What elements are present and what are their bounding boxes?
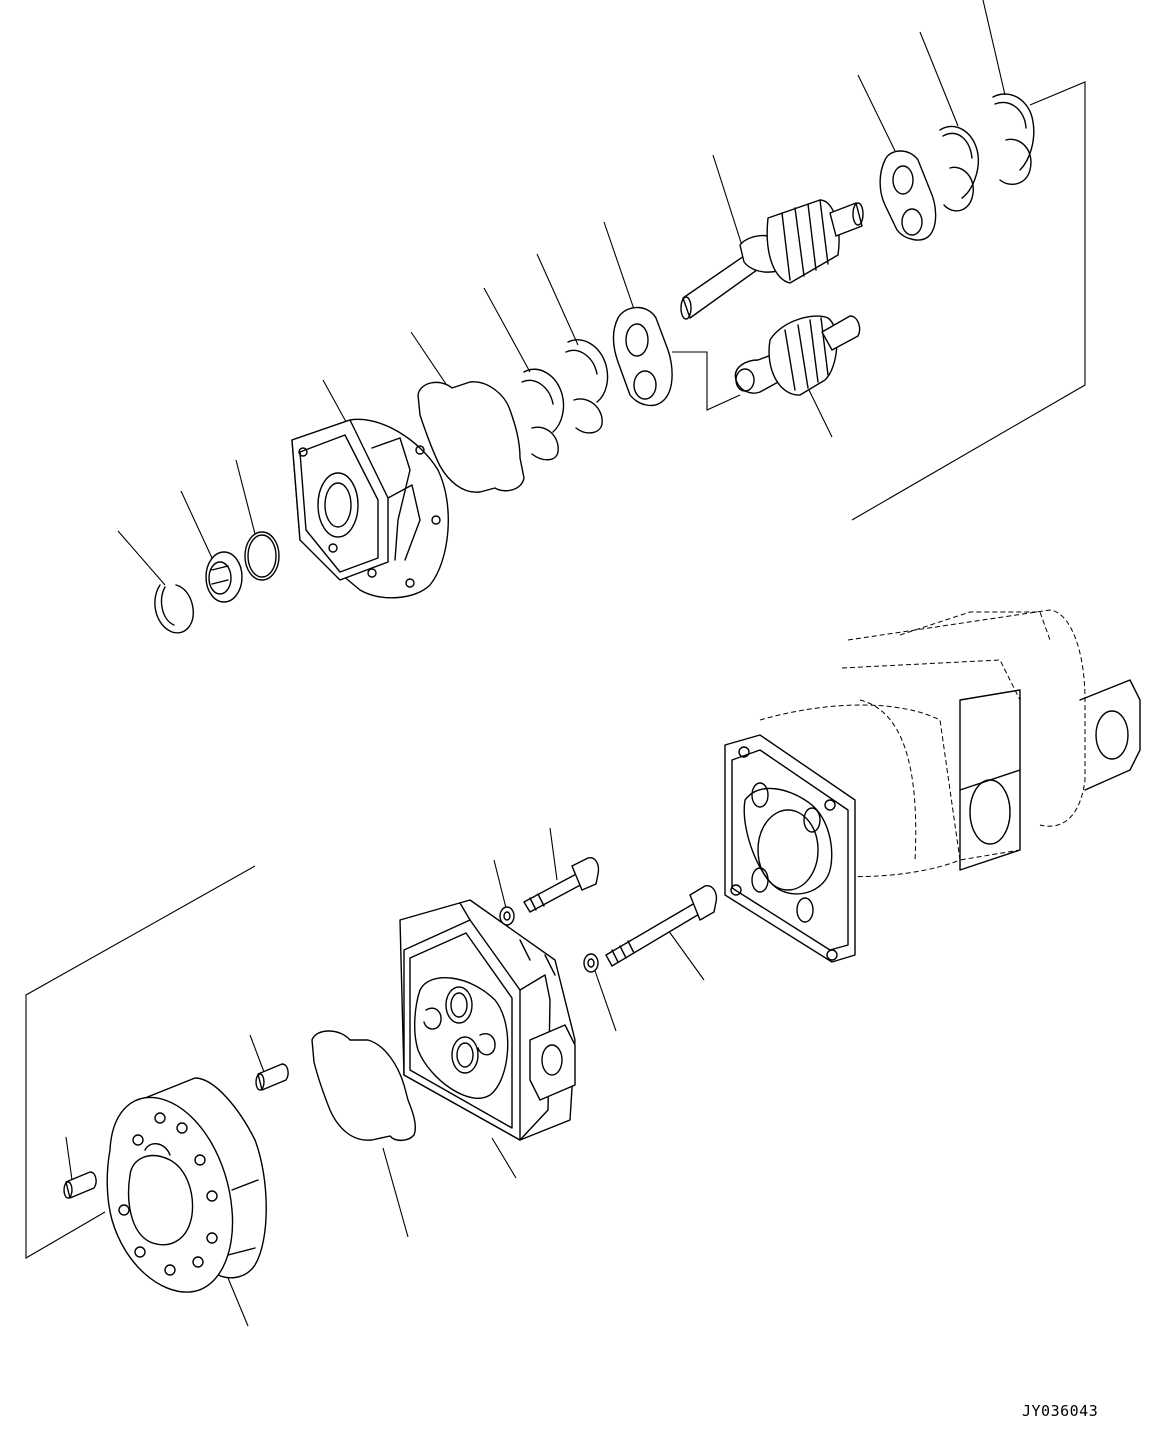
upper-assembly-frame [672, 81, 1086, 521]
leader-lines-lower [65, 827, 705, 1327]
snap-ring-outer [992, 93, 1035, 186]
flange-housing [291, 418, 449, 599]
end-cover [106, 1077, 267, 1293]
thrust-plate-right [879, 150, 937, 241]
snap-ring-middle [939, 125, 980, 212]
washer-short-bolt [499, 906, 515, 926]
driven-gear-shaft [734, 315, 861, 396]
oil-seal [205, 551, 243, 603]
gear-case-body [399, 899, 576, 1141]
pump-front-flange [724, 734, 856, 963]
short-bolt [523, 857, 600, 913]
gasket-lower [311, 1030, 417, 1142]
lower-assembly-frame [25, 865, 256, 1259]
gasket-upper [417, 381, 525, 493]
seal-ring-pair-b [521, 368, 565, 461]
dowel-pin-upper [255, 1063, 289, 1091]
leader-lines-upper [117, 0, 1006, 586]
washer-long-bolt [583, 953, 599, 973]
long-bolt [605, 885, 718, 967]
o-ring [244, 531, 280, 581]
thrust-plate-left [612, 306, 673, 407]
figure-code-label: JY036043 [1022, 1402, 1099, 1420]
seal-ring-pair-a [565, 339, 609, 434]
dowel-pin-lower [63, 1171, 97, 1199]
drive-gear-shaft [680, 199, 864, 320]
circlip [154, 584, 194, 634]
